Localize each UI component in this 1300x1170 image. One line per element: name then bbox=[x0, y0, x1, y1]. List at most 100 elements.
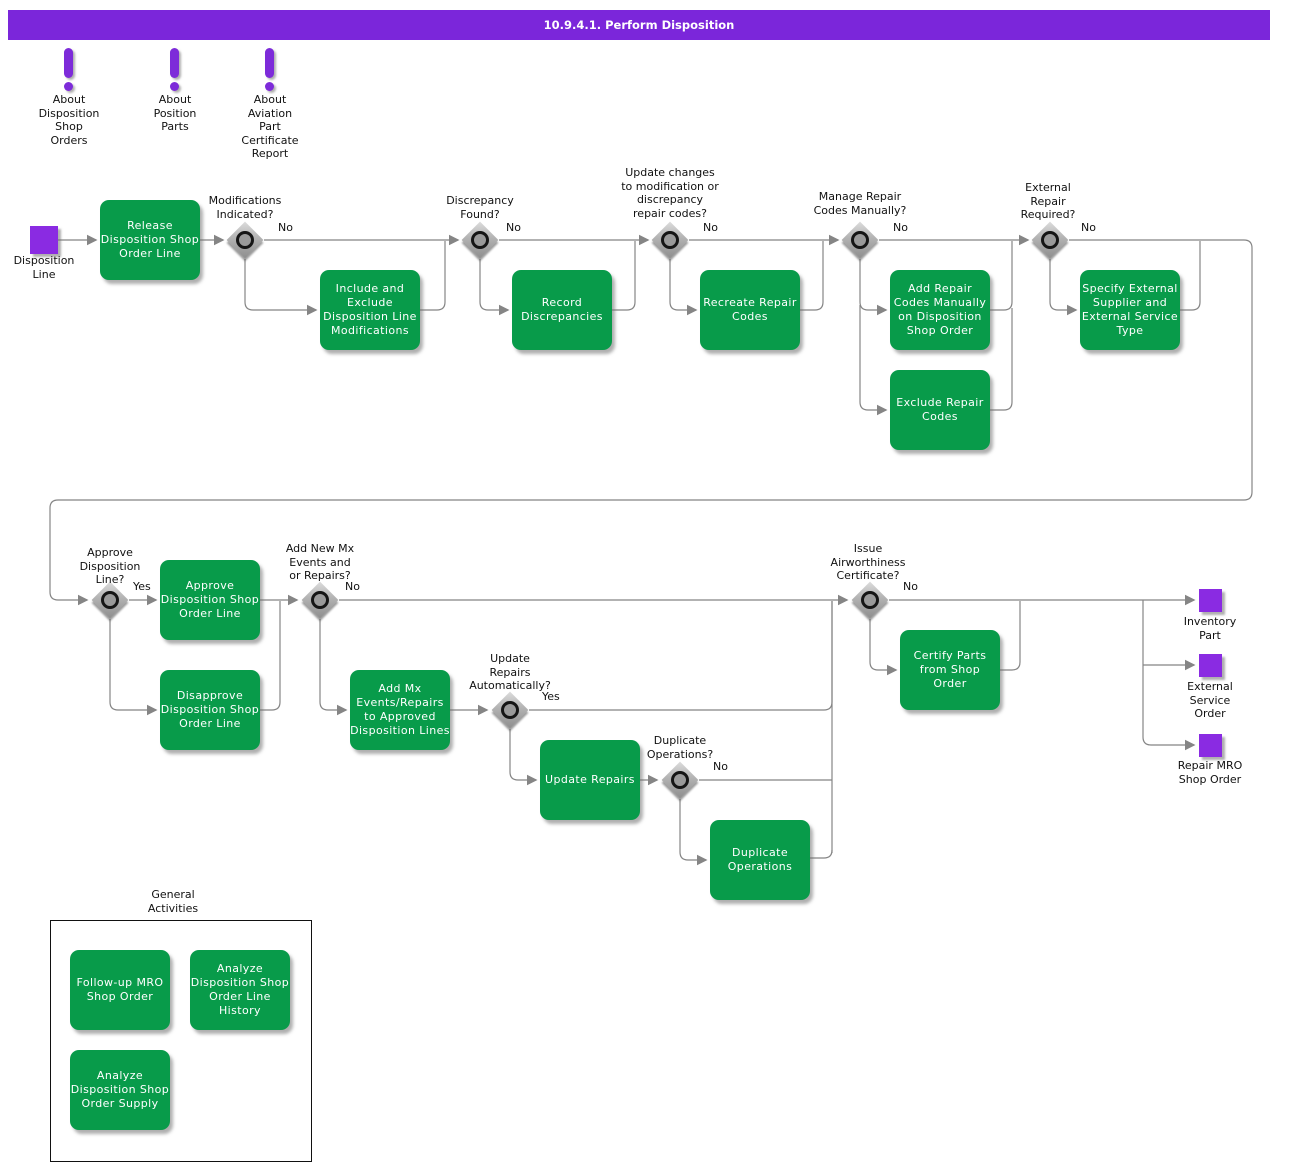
branch-label-yes: Yes bbox=[542, 690, 560, 703]
flow-connector bbox=[800, 241, 824, 311]
activity-analyze-disposition-shop-order-line-history[interactable]: Analyze Disposition Shop Order Line Hist… bbox=[190, 950, 290, 1030]
gateway-manage-repair-codes-manually[interactable] bbox=[841, 221, 879, 259]
activity-approve-disposition-shop-order-line[interactable]: Approve Disposition Shop Order Line bbox=[160, 560, 260, 640]
flow-connector bbox=[669, 259, 698, 316]
gateway-question: Duplicate Operations? bbox=[646, 734, 714, 761]
gateway-question: Issue Airworthiness Certificate? bbox=[830, 542, 906, 582]
decision-circle-icon bbox=[671, 771, 689, 789]
flow-connector bbox=[679, 799, 708, 866]
flow-connector bbox=[810, 849, 833, 859]
end-event-label: Inventory Part bbox=[1183, 615, 1237, 642]
gateway-discrepancy-found[interactable] bbox=[461, 221, 499, 259]
decision-circle-icon bbox=[236, 231, 254, 249]
branch-label-no: No bbox=[713, 760, 728, 773]
flow-connector bbox=[109, 619, 158, 716]
gateway-question: Discrepancy Found? bbox=[446, 194, 514, 221]
branch-label-no: No bbox=[278, 221, 293, 234]
gateway-issue-airworthiness-certificate[interactable] bbox=[851, 581, 889, 619]
end-event-inventory-part[interactable] bbox=[1199, 589, 1222, 612]
branch-label-no: No bbox=[903, 580, 918, 593]
flow-connector bbox=[990, 308, 1013, 411]
decision-circle-icon bbox=[501, 701, 519, 719]
gateway-update-changes-repair-codes[interactable] bbox=[651, 221, 689, 259]
activity-record-discrepancies[interactable]: Record Discrepancies bbox=[512, 270, 612, 350]
branch-label-no: No bbox=[893, 221, 908, 234]
flow-connector bbox=[859, 259, 888, 316]
flow-connector bbox=[529, 601, 833, 711]
start-event-disposition-line[interactable] bbox=[30, 226, 58, 254]
activity-update-repairs[interactable]: Update Repairs bbox=[540, 740, 640, 820]
decision-circle-icon bbox=[471, 231, 489, 249]
info-label: About Aviation Part Certificate Report bbox=[241, 93, 299, 160]
end-event-label: External Service Order bbox=[1187, 680, 1233, 720]
gateway-approve-disposition-line[interactable] bbox=[91, 581, 129, 619]
gateway-add-new-mx-events[interactable] bbox=[301, 581, 339, 619]
exclamation-icon bbox=[170, 48, 179, 78]
decision-circle-icon bbox=[101, 591, 119, 609]
activity-analyze-disposition-shop-order-supply[interactable]: Analyze Disposition Shop Order Supply bbox=[70, 1050, 170, 1130]
general-activities-title: General Activities bbox=[147, 888, 199, 915]
page-title: 10.9.4.1. Perform Disposition bbox=[543, 18, 735, 32]
exclamation-icon bbox=[64, 48, 73, 78]
end-event-external-service-order[interactable] bbox=[1199, 654, 1222, 677]
flow-connector bbox=[420, 241, 446, 311]
branch-label-yes: Yes bbox=[133, 580, 151, 593]
branch-label-no: No bbox=[506, 221, 521, 234]
gateway-question: Modifications Indicated? bbox=[208, 194, 282, 221]
exclamation-dot-icon bbox=[64, 82, 73, 91]
activity-recreate-repair-codes[interactable]: Recreate Repair Codes bbox=[700, 270, 800, 350]
gateway-modifications-indicated[interactable] bbox=[226, 221, 264, 259]
flow-connector bbox=[859, 305, 888, 416]
flow-connector bbox=[990, 241, 1013, 311]
flow-connector bbox=[869, 619, 898, 676]
flow-connector bbox=[1000, 601, 1021, 671]
branch-label-no: No bbox=[345, 580, 360, 593]
exclamation-icon bbox=[265, 48, 274, 78]
info-label: About Disposition Shop Orders bbox=[38, 93, 100, 147]
branch-label-no: No bbox=[703, 221, 718, 234]
branch-label-no: No bbox=[1081, 221, 1096, 234]
flow-connector bbox=[244, 259, 318, 316]
diagram-title-bar: 10.9.4.1. Perform Disposition bbox=[8, 10, 1270, 40]
decision-circle-icon bbox=[661, 231, 679, 249]
flow-connector bbox=[49, 239, 1253, 606]
flow-connector bbox=[509, 729, 538, 786]
activity-duplicate-operations[interactable]: Duplicate Operations bbox=[710, 820, 810, 900]
gateway-question: Add New Mx Events and or Repairs? bbox=[285, 542, 355, 582]
gateway-update-repairs-automatically[interactable] bbox=[491, 691, 529, 729]
info-label: About Position Parts bbox=[153, 93, 197, 133]
activity-exclude-repair-codes[interactable]: Exclude Repair Codes bbox=[890, 370, 990, 450]
decision-circle-icon bbox=[1041, 231, 1059, 249]
flow-connector bbox=[260, 601, 281, 711]
gateway-question: Approve Disposition Line? bbox=[79, 546, 141, 586]
gateway-duplicate-operations[interactable] bbox=[661, 761, 699, 799]
gateway-question: Manage Repair Codes Manually? bbox=[813, 190, 907, 217]
flow-connector bbox=[479, 259, 510, 316]
gateway-question: Update Repairs Automatically? bbox=[469, 652, 551, 692]
activity-release-disposition-shop-order-line[interactable]: Release Disposition Shop Order Line bbox=[100, 200, 200, 280]
activity-add-repair-codes-manually[interactable]: Add Repair Codes Manually on Disposition… bbox=[890, 270, 990, 350]
activity-add-mx-events-repairs[interactable]: Add Mx Events/Repairs to Approved Dispos… bbox=[350, 670, 450, 750]
activity-specify-external-supplier[interactable]: Specify External Supplier and External S… bbox=[1080, 270, 1180, 350]
exclamation-dot-icon bbox=[170, 82, 179, 91]
end-event-label: Repair MRO Shop Order bbox=[1177, 759, 1243, 786]
decision-circle-icon bbox=[851, 231, 869, 249]
exclamation-dot-icon bbox=[265, 82, 274, 91]
decision-circle-icon bbox=[311, 591, 329, 609]
activity-include-exclude-modifications[interactable]: Include and Exclude Disposition Line Mod… bbox=[320, 270, 420, 350]
flow-connector bbox=[1180, 241, 1201, 311]
activity-disapprove-disposition-shop-order-line[interactable]: Disapprove Disposition Shop Order Line bbox=[160, 670, 260, 750]
start-event-label: Disposition Line bbox=[13, 254, 75, 281]
end-event-repair-mro-shop-order[interactable] bbox=[1199, 734, 1222, 757]
gateway-external-repair-required[interactable] bbox=[1031, 221, 1069, 259]
activity-follow-up-mro-shop-order[interactable]: Follow-up MRO Shop Order bbox=[70, 950, 170, 1030]
flow-connector bbox=[612, 241, 636, 311]
flow-connector bbox=[319, 619, 348, 716]
activity-certify-parts-from-shop-order[interactable]: Certify Parts from Shop Order bbox=[900, 630, 1000, 710]
flow-connector bbox=[1142, 600, 1196, 751]
decision-circle-icon bbox=[861, 591, 879, 609]
gateway-question: Update changes to modification or discre… bbox=[621, 166, 719, 220]
flow-connector bbox=[1049, 259, 1078, 316]
